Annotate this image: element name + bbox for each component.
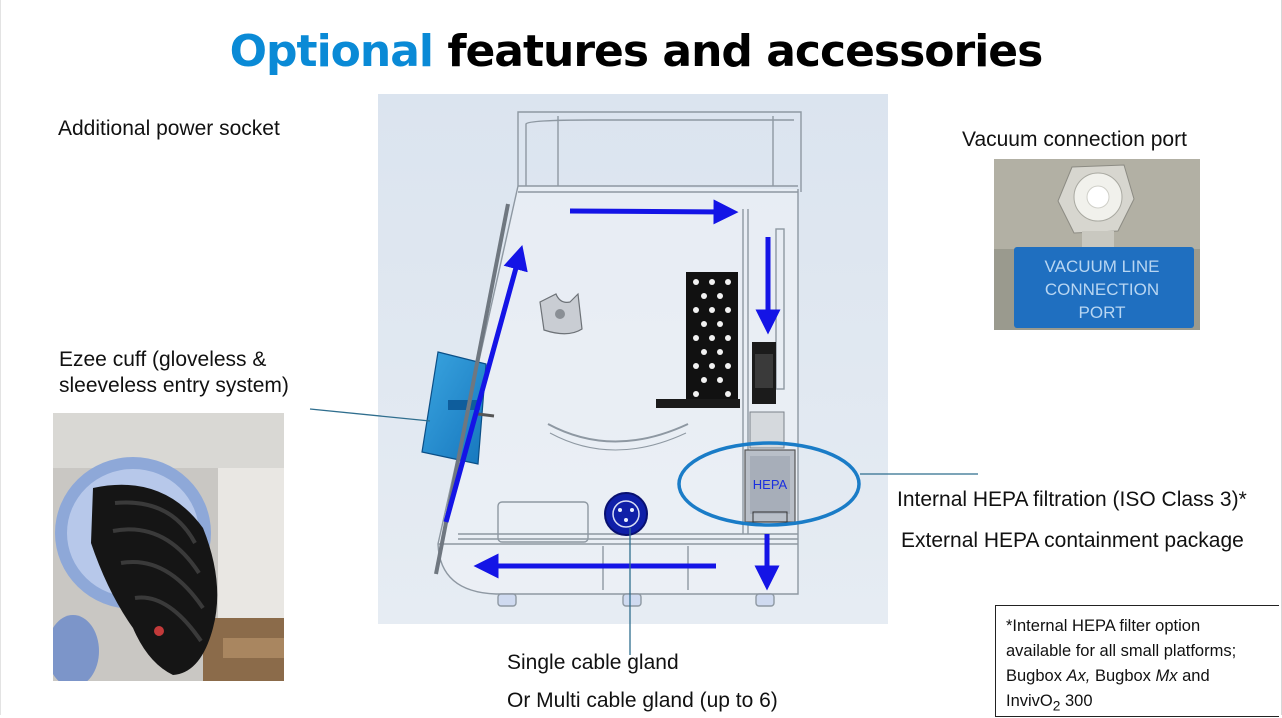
vacuum-port-photo: VACUUM LINE CONNECTION PORT <box>994 159 1200 330</box>
footnote-line3: Bugbox Ax, Bugbox Mx and <box>1006 664 1273 689</box>
footnote-invivo: InvivO <box>1006 692 1053 710</box>
tray-arc-inner <box>549 432 687 451</box>
ezee-cuff-photo <box>53 413 284 681</box>
cable-gland <box>604 492 648 536</box>
vacuum-sign-line3: PORT <box>1079 303 1126 322</box>
footnote-subscript: 2 <box>1052 698 1061 714</box>
footnote-and: and <box>1177 667 1210 685</box>
perforated-rack <box>656 272 740 408</box>
footnote-model-300: 300 <box>1060 692 1093 710</box>
footnote-model-mx: Mx <box>1155 667 1178 685</box>
footnote-line4: InvivO2 300 <box>1006 689 1273 718</box>
ezee-cuff-label-line2: sleeveless entry system) <box>59 374 289 397</box>
hepa-filter-box: HEPA <box>744 449 796 523</box>
title-accent: Optional <box>229 26 434 77</box>
airflow-arrows <box>443 199 781 591</box>
page-title: Optional features and accessories <box>0 26 1272 77</box>
footnote-line1: *Internal HEPA filter option <box>1006 617 1201 635</box>
footnote-bugbox-2: Bugbox <box>1090 667 1156 685</box>
vacuum-sign-line1: VACUUM LINE <box>1045 257 1160 276</box>
vacuum-sign-line2: CONNECTION <box>1045 280 1159 299</box>
multi-gland-label: Or Multi cable gland (up to 6) <box>507 689 778 712</box>
hepa-internal-label: Internal HEPA filtration (ISO Class 3)* <box>897 488 1247 511</box>
footnote-line2: available for all small platforms; <box>1006 642 1237 660</box>
footnote-bugbox-1: Bugbox <box>1006 667 1067 685</box>
holder-bracket-hole <box>555 309 565 319</box>
hepa-box-text: HEPA <box>753 477 788 492</box>
power-socket-label: Additional power socket <box>58 117 280 140</box>
ezee-cuff-label-line1: Ezee cuff (gloveless & <box>59 348 267 371</box>
hepa-external-label: External HEPA containment package <box>901 529 1244 552</box>
vacuum-port-label: Vacuum connection port <box>962 128 1187 151</box>
title-rest: features and accessories <box>447 26 1043 77</box>
footnote-model-ax: Ax, <box>1066 667 1091 685</box>
isolator-diagram: HEPA <box>378 94 888 624</box>
slide-left-edge <box>0 0 1 715</box>
single-gland-label: Single cable gland <box>507 651 679 674</box>
footnote-box: *Internal HEPA filter option available f… <box>995 605 1279 717</box>
tray-arc <box>547 423 689 443</box>
